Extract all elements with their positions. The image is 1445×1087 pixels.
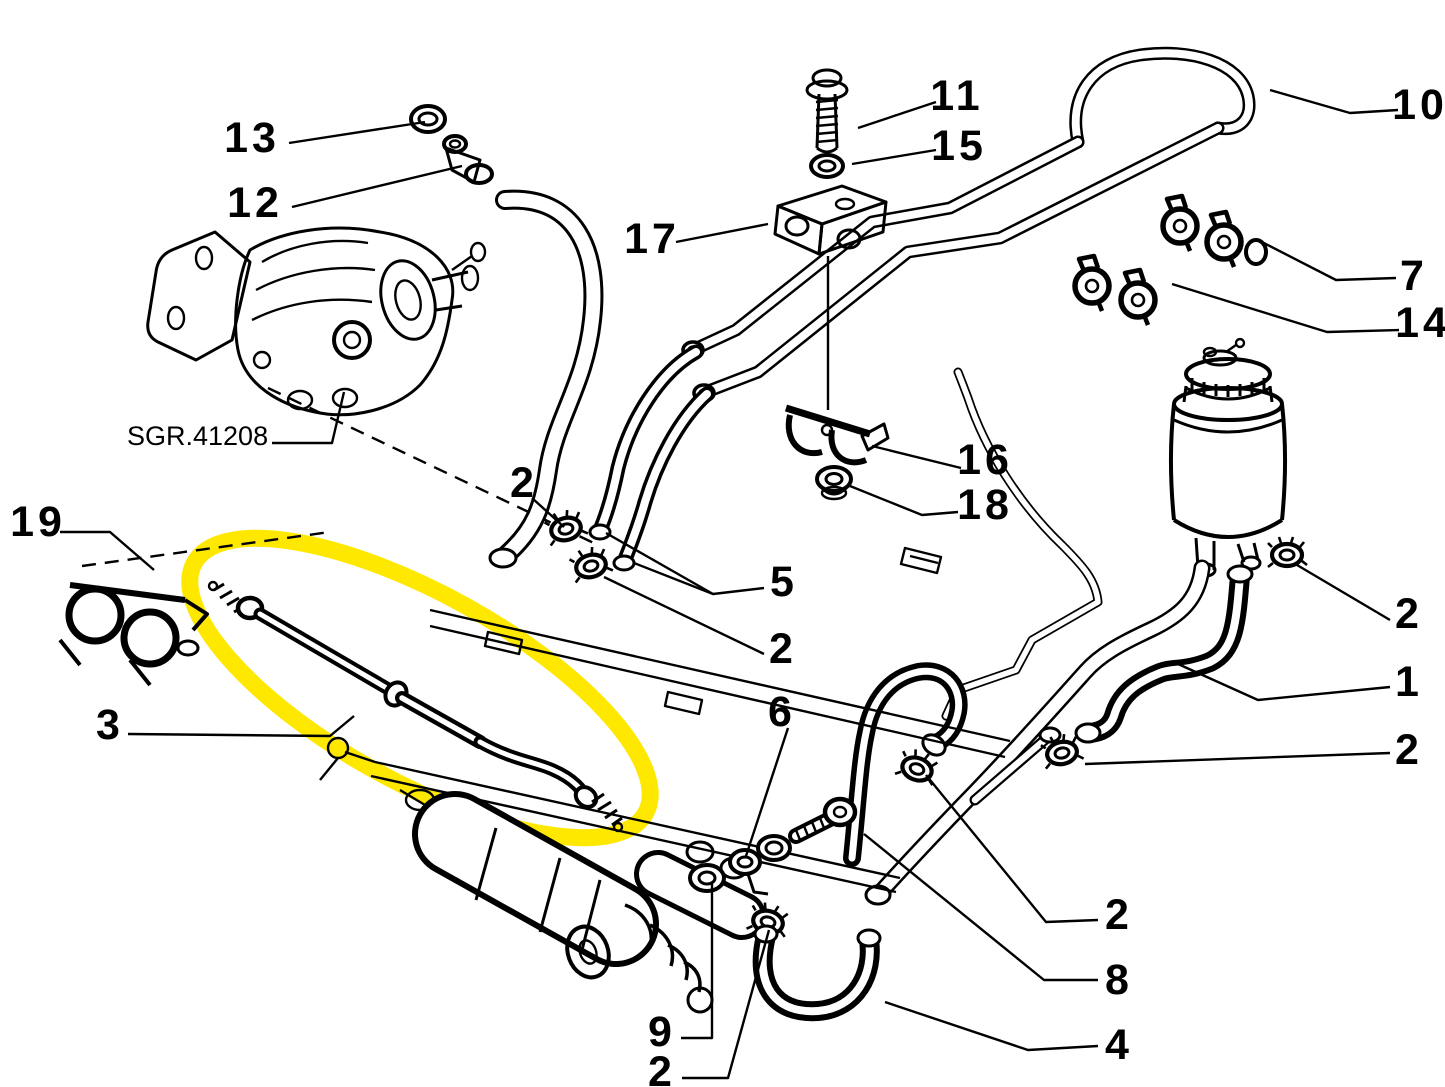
part-callout-12: 12 <box>227 179 283 227</box>
part-callout-18: 18 <box>957 481 1013 529</box>
hose-1-drawing <box>1074 564 1254 744</box>
pump-drawing <box>146 226 487 417</box>
part-callout-7: 7 <box>1400 252 1428 300</box>
part-callout-4: 4 <box>1105 1021 1133 1069</box>
part-callout-13: 13 <box>224 114 280 162</box>
callout-leader <box>1171 282 1400 334</box>
callout-leader <box>849 484 959 517</box>
part-callout-2: 2 <box>769 625 797 673</box>
part-callout-1: 1 <box>1395 658 1423 706</box>
part-callout-11: 11 <box>930 72 983 120</box>
hose-3-highlighted-drawing <box>207 580 624 833</box>
banjo-bolt-8-drawing <box>788 796 858 844</box>
pipe-clips-7-drawing <box>1163 196 1268 267</box>
part-callout-8: 8 <box>1105 956 1133 1004</box>
hose-4-drawing <box>752 924 882 1022</box>
pump-hose-drawing <box>488 189 604 569</box>
callout-leader <box>531 497 565 528</box>
part-callout-19: 19 <box>10 498 66 546</box>
callout-leader <box>1084 751 1391 766</box>
callout-leader <box>291 164 463 209</box>
highlight-marker <box>181 529 659 847</box>
part-callout-2: 2 <box>510 459 538 507</box>
callouts-layer: 1312SGR.41208193171115107141618252621228… <box>10 72 1445 1087</box>
callout-leader <box>60 530 155 571</box>
callout-leader <box>857 100 937 130</box>
callout-leader <box>675 222 769 244</box>
part-callout-2: 2 <box>648 1048 676 1087</box>
part-callout-15: 15 <box>931 122 987 170</box>
clamp-2-reservoir <box>1268 537 1307 567</box>
clamp-2-hose5b <box>568 543 613 582</box>
callout-leader <box>288 120 426 145</box>
bolt-11-drawing <box>805 68 849 154</box>
banjo-fittings-drawing <box>688 834 792 896</box>
reservoir-drawing <box>1169 337 1287 578</box>
part-callout-14: 14 <box>1395 299 1445 347</box>
washer-15-drawing <box>809 153 845 179</box>
part-callout-SGR.41208: SGR.41208 <box>127 421 268 451</box>
part-callout-2: 2 <box>1105 891 1133 939</box>
callout-leader <box>863 833 1098 982</box>
part-callout-2: 2 <box>1395 726 1423 774</box>
callout-leader <box>682 929 771 1080</box>
callout-leader <box>925 774 1099 924</box>
part-callout-3: 3 <box>96 701 124 749</box>
clamp-2-hose5a <box>543 506 588 545</box>
part-callout-16: 16 <box>957 436 1013 484</box>
callout-leader <box>127 715 355 738</box>
union-12-drawing <box>442 134 494 185</box>
callout-leader <box>884 1000 1099 1052</box>
callout-leader <box>744 727 790 857</box>
mounting-rail-drawing <box>429 546 1011 759</box>
grommet-18-drawing <box>815 465 853 501</box>
callout-leader <box>871 444 962 470</box>
clamp-19-drawing <box>58 582 209 687</box>
part-callout-5: 5 <box>770 558 798 606</box>
callout-leader <box>1257 238 1397 282</box>
callout-leader <box>1269 88 1399 115</box>
callout-leader <box>851 148 937 166</box>
part-callout-10: 10 <box>1392 81 1445 129</box>
steering-rack-drawing <box>319 736 901 1014</box>
hoses-5-drawing <box>588 344 715 572</box>
part-callout-2: 2 <box>1395 590 1423 638</box>
callout-leader <box>272 391 346 445</box>
return-line-light-drawing <box>941 367 1103 721</box>
pipe-clips-14-drawing <box>1075 256 1155 325</box>
standpipe-drawing <box>969 726 1062 806</box>
callout-leader <box>1296 563 1391 622</box>
part-callout-9: 9 <box>648 1008 676 1056</box>
callout-leader <box>1177 662 1391 702</box>
washer-13-drawing <box>409 104 447 134</box>
part-callout-6: 6 <box>768 688 796 736</box>
callout-leader <box>681 884 714 1040</box>
callout-leader <box>633 561 714 596</box>
clamp-block-17-drawing <box>773 184 888 410</box>
part-callout-17: 17 <box>624 215 680 263</box>
saddle-clamp-16-drawing <box>784 404 890 466</box>
cooler-pipe-10-drawing <box>681 46 1256 403</box>
callout-leader <box>603 575 765 656</box>
